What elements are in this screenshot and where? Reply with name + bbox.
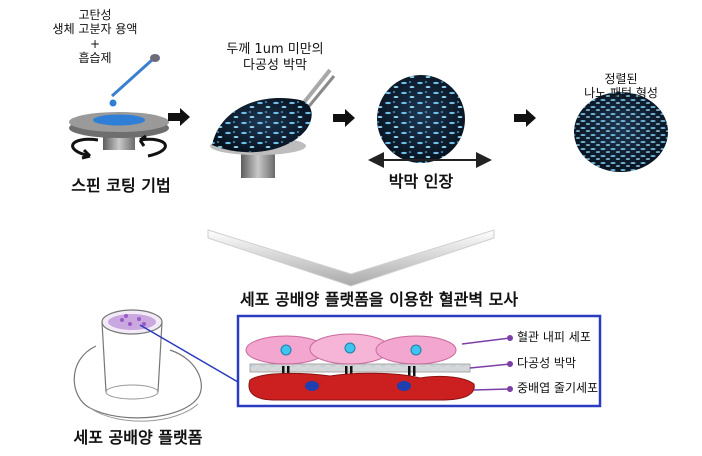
nanopattern-label-line1: 정렬된 (604, 72, 638, 86)
stem-cell-label: 중배엽 줄기세포 (517, 381, 599, 395)
film-label-line1: 두께 1um 미만의 (226, 42, 324, 57)
film-label-line2: 다공성 박막 (243, 57, 307, 73)
inset-connector-line (139, 324, 239, 383)
stretched-film (368, 75, 492, 168)
process-arrow-1-icon (168, 108, 190, 126)
dropper-icon (109, 54, 160, 107)
vessel-wall-title: 세포 공배양 플랫폼을 이용한 혈관벽 모사 (240, 290, 519, 309)
lifted-porous-film (210, 68, 336, 178)
endothelial-cells (245, 333, 457, 365)
polymer-solution-label: 고탄성 생체 고분자 용액 + 흡습제 (40, 8, 150, 66)
film-stretching-caption: 박막 인장 (388, 172, 454, 191)
porous-film-label: 두께 1um 미만의 다공성 박막 (200, 42, 350, 73)
absorbent-label: 흡습제 (78, 51, 112, 66)
endothelial-cell-label: 혈관 내피 세포 (517, 330, 591, 344)
spin-coating-caption: 스핀 코팅 기법 (71, 176, 171, 195)
platform-caption: 세포 공배양 플랫폼 (73, 428, 203, 447)
nanopattern-label-line2: 나노 패턴 형성 (584, 86, 658, 101)
nanopattern-label: 정렬된 나노 패턴 형성 (561, 72, 681, 101)
polymer-label-line2: 생체 고분자 용액 (52, 22, 138, 37)
process-arrow-2-icon (333, 109, 355, 127)
polymer-label-line1: 고탄성 (78, 8, 112, 22)
mesenchymal-stem-cells (248, 372, 475, 401)
plus-sign: + (89, 36, 101, 51)
vessel-wall-inset (236, 314, 602, 408)
coculture-platform-illustration (73, 309, 202, 422)
aligned-nanopattern-film (574, 92, 668, 172)
porous-film-layer-label: 다공성 박막 (517, 356, 577, 370)
rotation-arrow-right-icon (139, 137, 167, 158)
spin-coater (69, 54, 169, 160)
rotation-arrow-left-icon (71, 137, 99, 158)
process-arrow-3-icon (514, 109, 536, 127)
down-chevron-icon (207, 229, 495, 287)
